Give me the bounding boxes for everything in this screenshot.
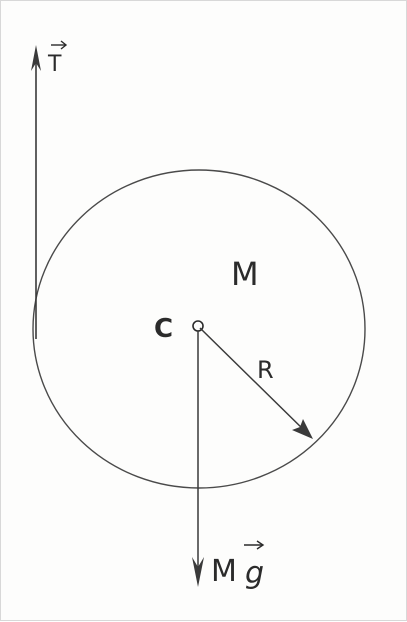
radius-arrowhead xyxy=(292,419,313,439)
tension-vector-bar-tip xyxy=(60,40,68,50)
tension-label: T xyxy=(47,52,62,77)
weight-label-g: g xyxy=(245,556,264,591)
center-label: C xyxy=(154,314,173,344)
radius-vector-line xyxy=(199,327,310,436)
weight-arrowhead xyxy=(192,557,204,587)
tension-arrowhead xyxy=(31,45,41,71)
weight-label-mass: M xyxy=(211,554,237,589)
disc-outline xyxy=(32,169,366,489)
mass-label: M xyxy=(231,255,259,293)
weight-vector-bar-tip xyxy=(256,540,265,550)
radius-label: R xyxy=(257,356,274,384)
